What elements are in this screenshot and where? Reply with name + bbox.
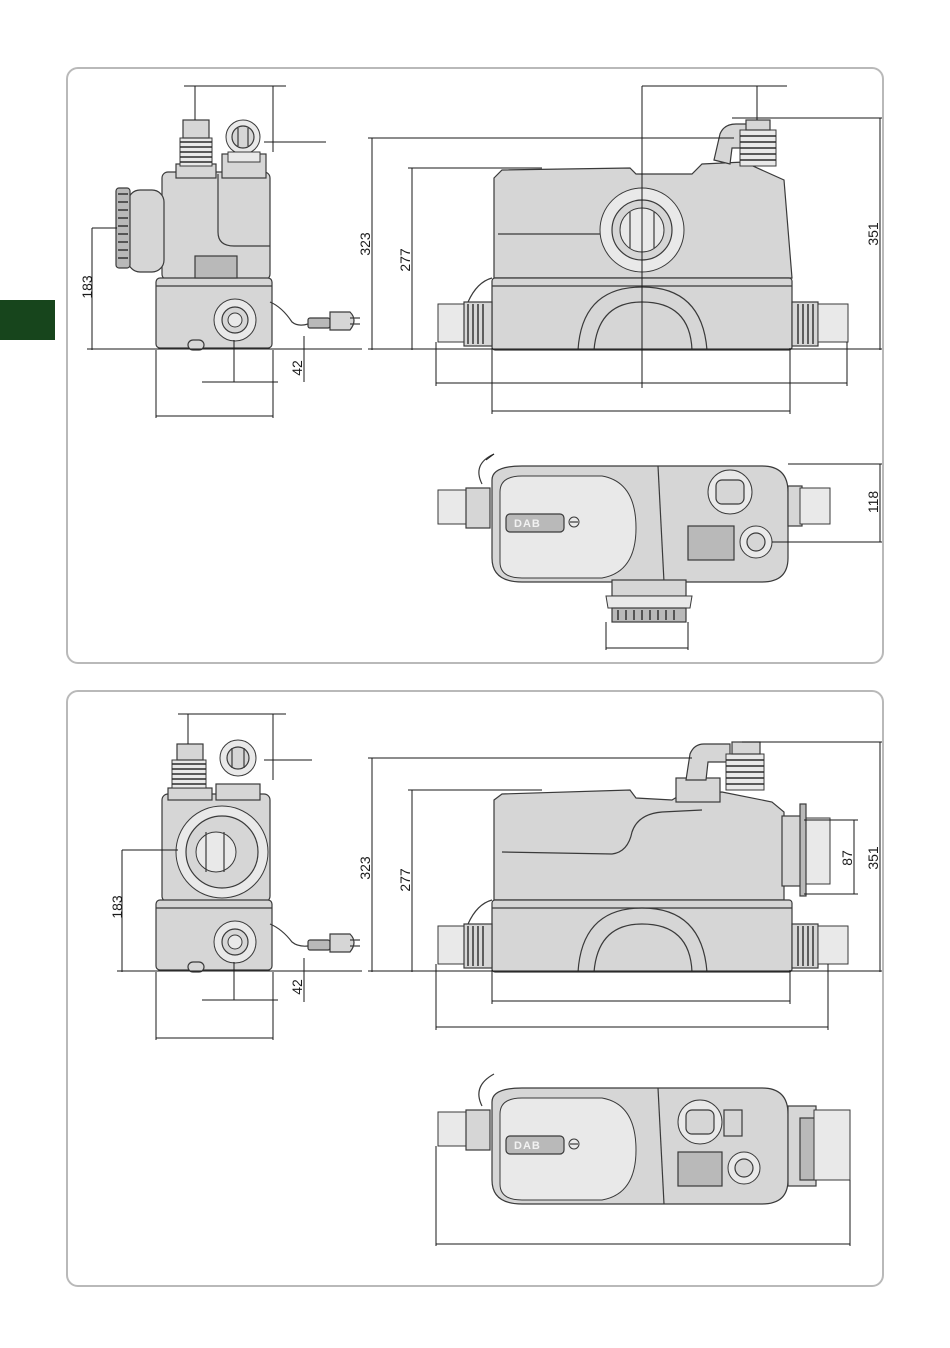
side-view-pump (116, 120, 360, 350)
front-view-pump-2 (438, 742, 848, 972)
dim-front-total: 351 (865, 222, 881, 246)
technical-drawing-2: 183 42 323 277 351 87 DAB (68, 692, 884, 1287)
page-section-tab (0, 300, 55, 340)
dim-front-total-2: 351 (865, 846, 881, 870)
dim-side-height: 183 (79, 275, 95, 299)
dim-side-port-2: 87 (839, 850, 855, 866)
drawing-panel-2: 183 42 323 277 351 87 DAB (66, 690, 884, 1287)
dim-front-outer: 323 (357, 232, 373, 256)
dim-top-depth: 118 (865, 491, 881, 514)
side-view-pump-2 (156, 740, 360, 972)
top-view-pump-2 (438, 1074, 850, 1204)
dab-logo-text: DAB (514, 518, 541, 530)
dab-logo-text-2: DAB (514, 1140, 541, 1152)
dim-side-height-2: 183 (109, 895, 125, 919)
front-view-pump (438, 120, 848, 350)
dim-front-inner: 277 (397, 248, 413, 272)
dim-side-inlet: 42 (289, 360, 305, 376)
top-view-pump (438, 454, 830, 622)
dim-front-inner-2: 277 (397, 868, 413, 892)
dim-side-inlet-2: 42 (289, 979, 305, 995)
dim-front-outer-2: 323 (357, 856, 373, 880)
technical-drawing-1: 183 42 323 277 351 118 DAB (68, 69, 884, 664)
drawing-panel-1: 183 42 323 277 351 118 DAB (66, 67, 884, 664)
